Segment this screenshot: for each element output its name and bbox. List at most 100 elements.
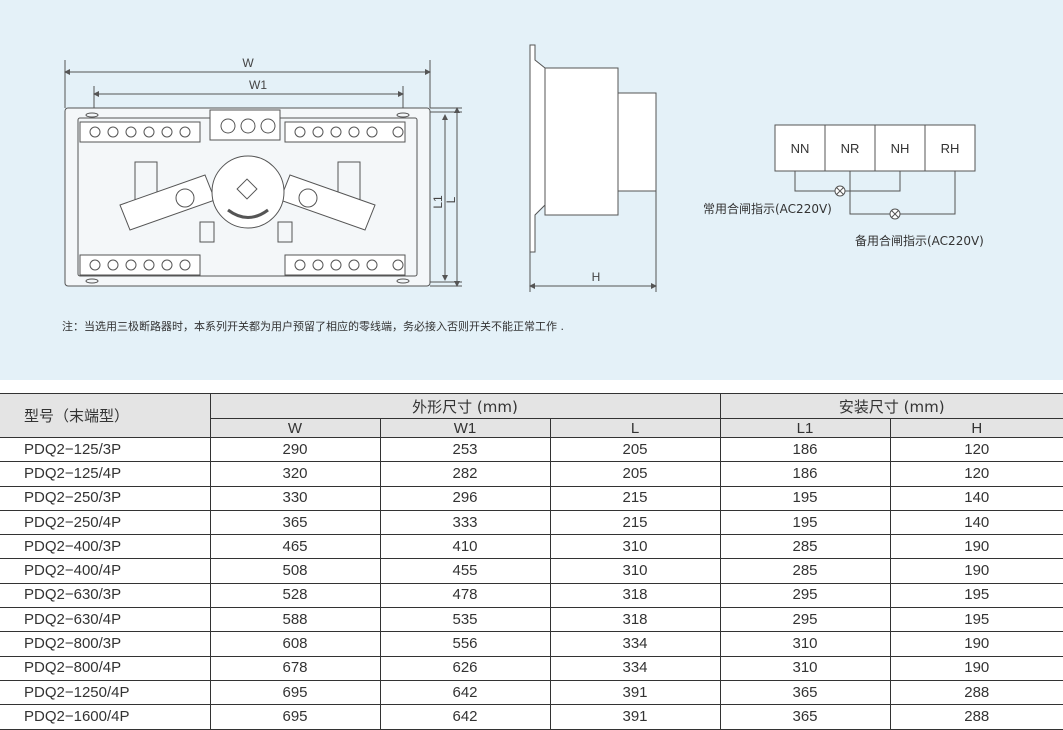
cell-w1: 642 bbox=[379, 704, 551, 730]
cell-l1: 365 bbox=[719, 704, 891, 730]
dim-w-label: W bbox=[242, 56, 254, 70]
cell-h: 190 bbox=[889, 558, 1063, 584]
cell-w: 528 bbox=[209, 582, 381, 609]
cell-l: 205 bbox=[549, 436, 721, 463]
front-view bbox=[64, 60, 462, 287]
cell-w: 290 bbox=[209, 436, 381, 463]
cell-l: 318 bbox=[549, 607, 721, 633]
cell-h: 288 bbox=[889, 704, 1063, 730]
cell-w1: 296 bbox=[379, 485, 551, 511]
note-text: 注：当选用三极断路器时，本系列开关都为用户预留了相应的零线端，务必接入否则开关不… bbox=[62, 320, 564, 333]
terminal-rh: RH bbox=[941, 141, 960, 156]
cell-w: 465 bbox=[209, 534, 381, 560]
wiring-diagram bbox=[774, 124, 976, 220]
cell-h: 190 bbox=[889, 534, 1063, 560]
model-cell: PDQ2−630/4P bbox=[0, 607, 211, 633]
cell-w: 678 bbox=[209, 655, 381, 681]
header-col-l: L bbox=[549, 418, 721, 438]
cell-l1: 310 bbox=[719, 655, 891, 681]
cell-w1: 626 bbox=[379, 655, 551, 681]
dim-l-label: L bbox=[444, 196, 458, 203]
header-model: 型号（末端型） bbox=[0, 393, 211, 438]
cell-l: 310 bbox=[549, 558, 721, 584]
header-outline-dimensions: 外形尺寸 (mm) bbox=[209, 393, 721, 419]
lamp2-label: 备用合闸指示(AC220V) bbox=[855, 233, 984, 248]
cell-l1: 285 bbox=[719, 558, 891, 584]
cell-w: 508 bbox=[209, 558, 381, 584]
cell-w1: 282 bbox=[379, 461, 551, 487]
cell-h: 120 bbox=[889, 461, 1063, 487]
model-cell: PDQ2−630/3P bbox=[0, 582, 211, 609]
model-cell: PDQ2−800/4P bbox=[0, 655, 211, 681]
model-cell: PDQ2−125/4P bbox=[0, 461, 211, 487]
cell-l1: 186 bbox=[719, 436, 891, 463]
dim-h-label: H bbox=[592, 270, 601, 284]
lamp1-label: 常用合闸指示(AC220V) bbox=[703, 201, 832, 216]
spec-table: 型号（末端型） 外形尺寸 (mm) 安装尺寸 (mm) W W1 L L1 H … bbox=[0, 393, 1063, 730]
cell-w: 695 bbox=[209, 679, 381, 706]
header-col-h: H bbox=[889, 418, 1063, 438]
dimension-drawing: W W1 L1 L H bbox=[64, 44, 984, 292]
terminal-nn: NN bbox=[791, 141, 810, 156]
dim-w1-label: W1 bbox=[249, 78, 267, 92]
drawing-panel: W W1 L1 L H bbox=[0, 0, 1063, 380]
cell-w: 608 bbox=[209, 631, 381, 657]
header-col-l1: L1 bbox=[719, 418, 891, 438]
cell-w1: 253 bbox=[379, 436, 551, 463]
cell-l1: 195 bbox=[719, 509, 891, 536]
cell-l: 391 bbox=[549, 679, 721, 706]
model-cell: PDQ2−250/3P bbox=[0, 485, 211, 511]
header-col-w: W bbox=[210, 418, 381, 438]
model-cell: PDQ2−800/3P bbox=[0, 631, 211, 657]
cell-l: 215 bbox=[549, 485, 721, 511]
model-cell: PDQ2−125/3P bbox=[0, 436, 211, 463]
cell-w1: 642 bbox=[379, 679, 551, 706]
cell-h: 288 bbox=[889, 679, 1063, 706]
terminal-nr: NR bbox=[841, 141, 860, 156]
cell-l: 318 bbox=[549, 582, 721, 609]
cell-l1: 186 bbox=[719, 461, 891, 487]
cell-h: 195 bbox=[889, 607, 1063, 633]
cell-w: 365 bbox=[209, 509, 381, 536]
model-cell: PDQ2−250/4P bbox=[0, 509, 211, 536]
cell-w1: 455 bbox=[379, 558, 551, 584]
model-cell: PDQ2−1600/4P bbox=[0, 704, 211, 730]
header-install-dimensions: 安装尺寸 (mm) bbox=[719, 393, 1063, 419]
cell-h: 195 bbox=[889, 582, 1063, 609]
cell-l1: 365 bbox=[719, 679, 891, 706]
cell-w1: 410 bbox=[379, 534, 551, 560]
cell-l: 310 bbox=[549, 534, 721, 560]
dim-l1-label: L1 bbox=[431, 195, 445, 209]
cell-l1: 195 bbox=[719, 485, 891, 511]
cell-l1: 295 bbox=[719, 607, 891, 633]
cell-l1: 285 bbox=[719, 534, 891, 560]
cell-w: 588 bbox=[209, 607, 381, 633]
cell-w: 695 bbox=[209, 704, 381, 730]
cell-w: 320 bbox=[209, 461, 381, 487]
cell-h: 120 bbox=[889, 436, 1063, 463]
model-cell: PDQ2−1250/4P bbox=[0, 679, 211, 706]
header-col-w1: W1 bbox=[379, 418, 551, 438]
cell-l: 391 bbox=[549, 704, 721, 730]
cell-w1: 333 bbox=[379, 509, 551, 536]
terminal-nh: NH bbox=[891, 141, 910, 156]
cell-l1: 310 bbox=[719, 631, 891, 657]
cell-l: 334 bbox=[549, 631, 721, 657]
cell-h: 190 bbox=[889, 631, 1063, 657]
cell-h: 190 bbox=[889, 655, 1063, 681]
cell-l: 205 bbox=[549, 461, 721, 487]
cell-w1: 556 bbox=[379, 631, 551, 657]
side-view bbox=[529, 44, 657, 292]
